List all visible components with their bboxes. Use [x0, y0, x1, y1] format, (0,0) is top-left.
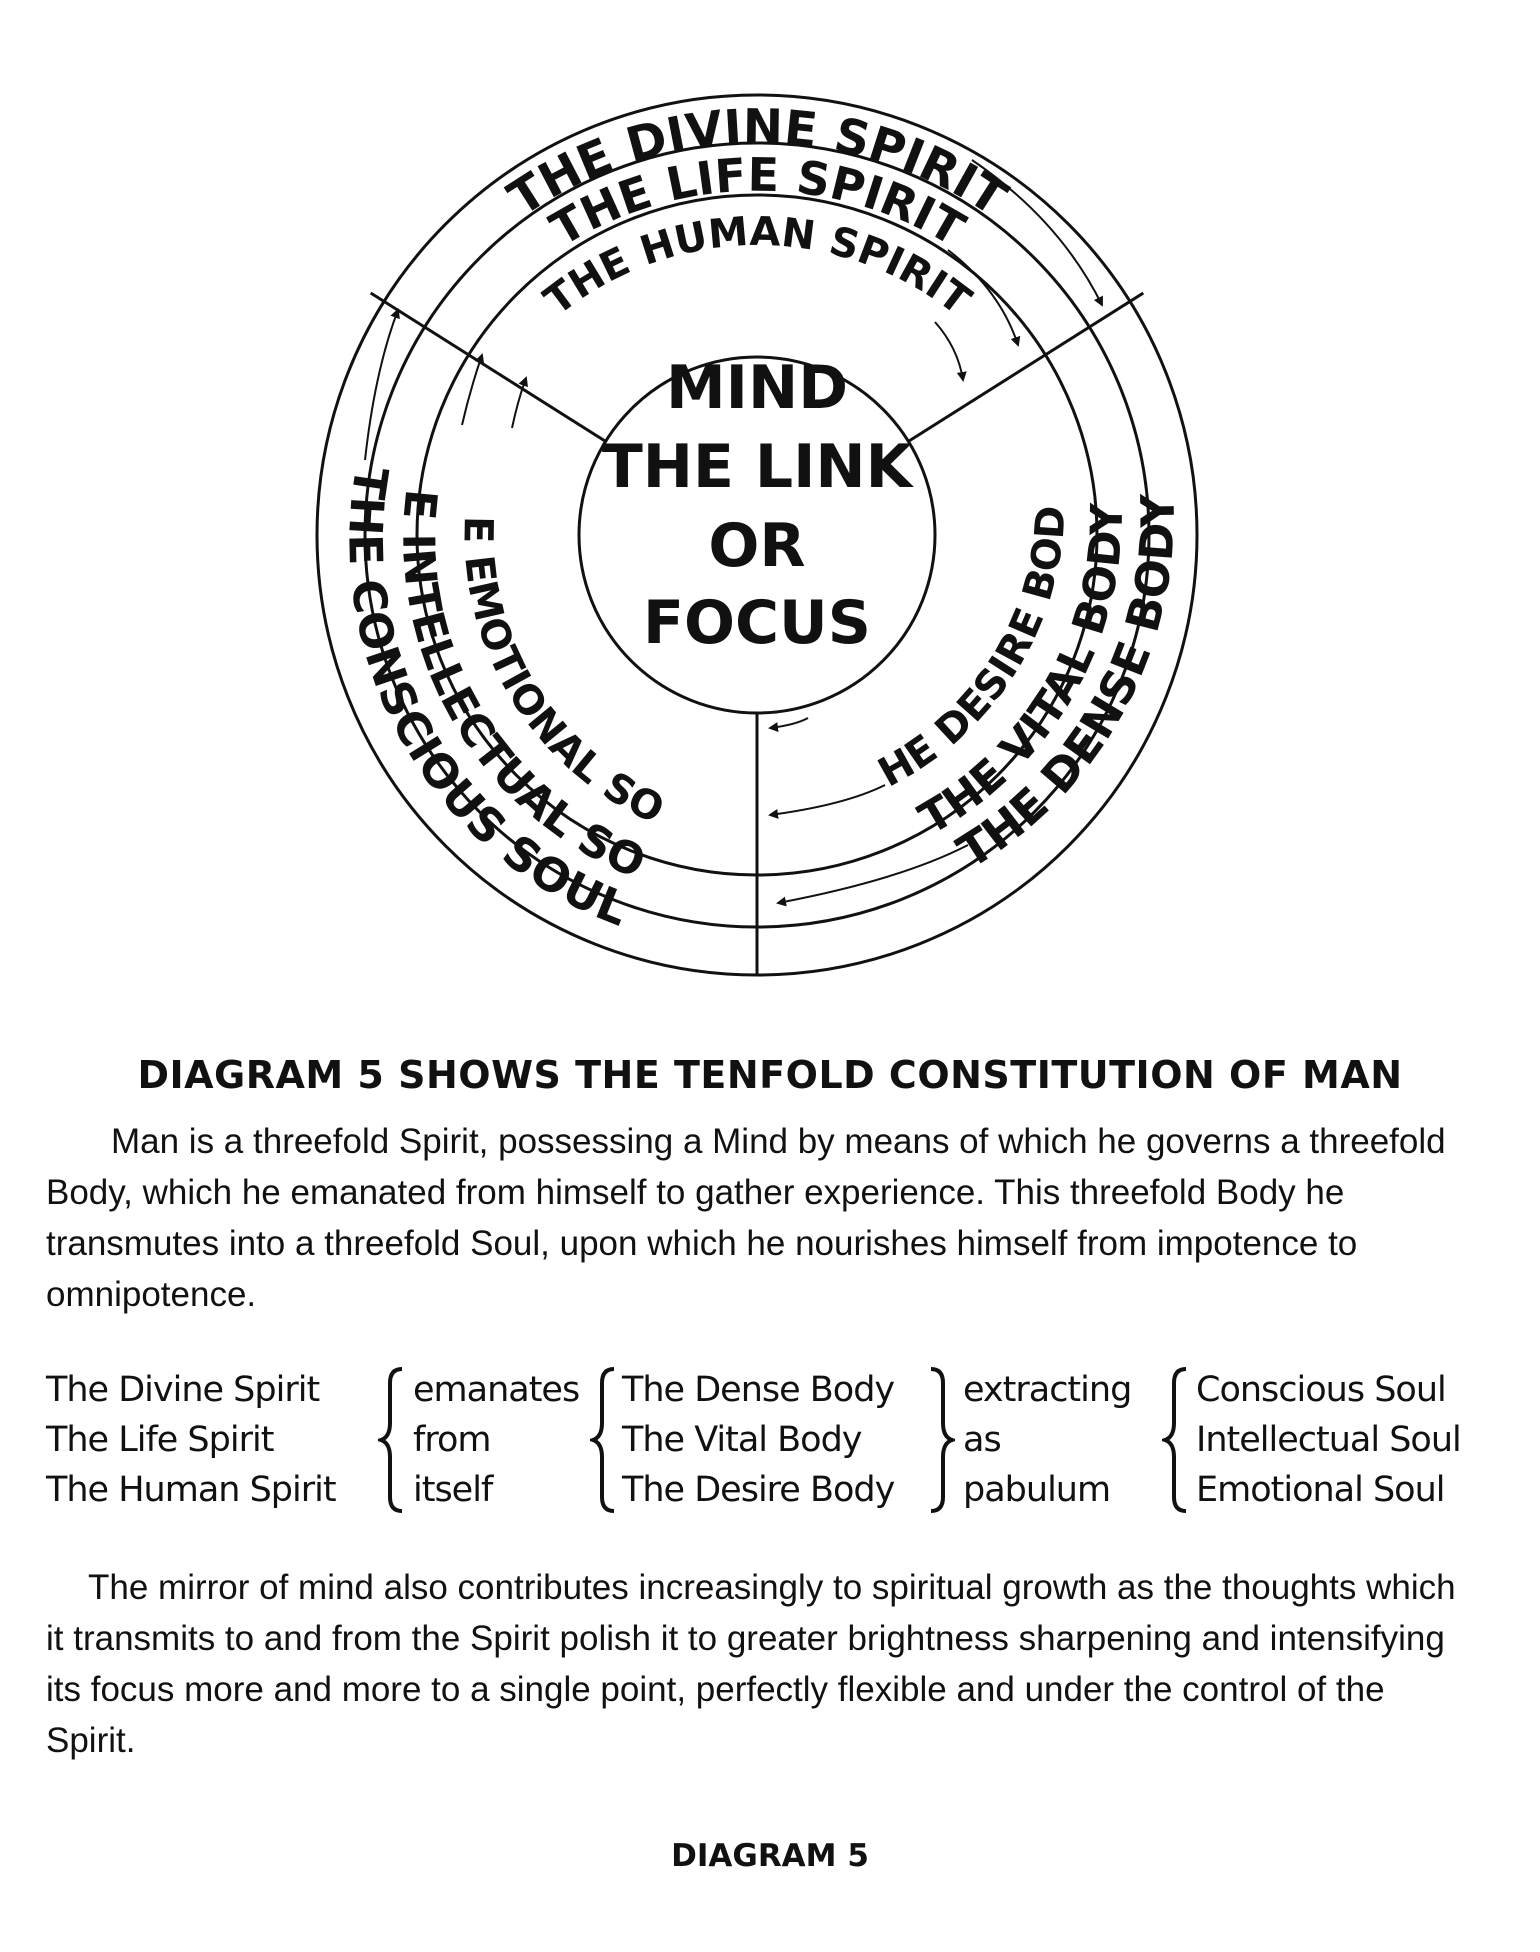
word-emanates: emanates [413, 1370, 580, 1410]
left-brace-1 [378, 1367, 403, 1513]
row-conscious-soul: Conscious Soul [1196, 1370, 1447, 1410]
column-extracting: extracting as pabulum [963, 1365, 1132, 1515]
right-brace [930, 1367, 955, 1513]
arrow-life-to-vital [947, 249, 1021, 347]
center-line-link: THE LINK [602, 432, 915, 502]
word-pabulum: pabulum [963, 1470, 1111, 1510]
arrow-vital-to-intellectual [768, 784, 886, 819]
center-line-focus: FOCUS [643, 588, 871, 658]
column-bodies: The Dense Body The Vital Body The Desire… [622, 1365, 895, 1515]
center-label: MIND THE LINK OR FOCUS [602, 353, 915, 658]
divider-upper-right [908, 291, 1145, 443]
arrow-divine-to-dense [971, 159, 1103, 307]
center-line-mind: MIND [666, 353, 848, 423]
arrow-human-to-desire [934, 321, 967, 382]
row-intellectual-soul: Intellectual Soul [1196, 1420, 1462, 1460]
row-emotional-soul: Emotional Soul [1196, 1470, 1445, 1510]
footer-caption: DIAGRAM 5 [671, 1838, 869, 1874]
row-human-spirit: The Human Spirit [46, 1470, 337, 1510]
word-extracting: extracting [963, 1370, 1132, 1410]
paragraph-1: Man is a threefold Spirit, possessing a … [46, 1122, 1446, 1314]
column-souls: Conscious Soul Intellectual Soul Emotion… [1196, 1365, 1462, 1515]
arrow-dense-to-conscious [776, 844, 969, 907]
heading: DIAGRAM 5 SHOWS THE TENFOLD CONSTITUTION… [137, 1053, 1403, 1097]
left-brace-2 [590, 1367, 615, 1513]
label-emotional-soul: THE EMOTIONAL SOUL [0, 0, 671, 833]
word-from: from [413, 1420, 491, 1460]
correspondence-table: The Divine Spirit The Life Spirit The Hu… [0, 1365, 1540, 1515]
paragraph-2: The mirror of mind also contributes incr… [46, 1568, 1456, 1760]
divider-upper-left [369, 291, 606, 443]
row-divine-spirit: The Divine Spirit [46, 1370, 320, 1410]
word-as: as [963, 1420, 1002, 1460]
arrow-conscious-to-divine [364, 308, 400, 461]
arrow-desire-to-emotional [768, 717, 809, 733]
column-emanates: emanates from itself [413, 1365, 580, 1515]
row-dense-body: The Dense Body [622, 1370, 895, 1410]
arrow-emotional-to-human [511, 376, 528, 429]
tenfold-constitution-diagram: THE DIVINE SPIRIT THE LIFE SPIRIT THE HU… [0, 0, 1199, 977]
row-desire-body: The Desire Body [622, 1470, 895, 1510]
row-vital-body: The Vital Body [622, 1420, 863, 1460]
center-line-or: OR [708, 511, 805, 581]
arrow-intellectual-to-life [461, 353, 485, 426]
left-brace-3 [1162, 1367, 1187, 1513]
column-spirits: The Divine Spirit The Life Spirit The Hu… [46, 1365, 337, 1515]
row-life-spirit: The Life Spirit [46, 1420, 274, 1460]
word-itself: itself [413, 1470, 493, 1510]
